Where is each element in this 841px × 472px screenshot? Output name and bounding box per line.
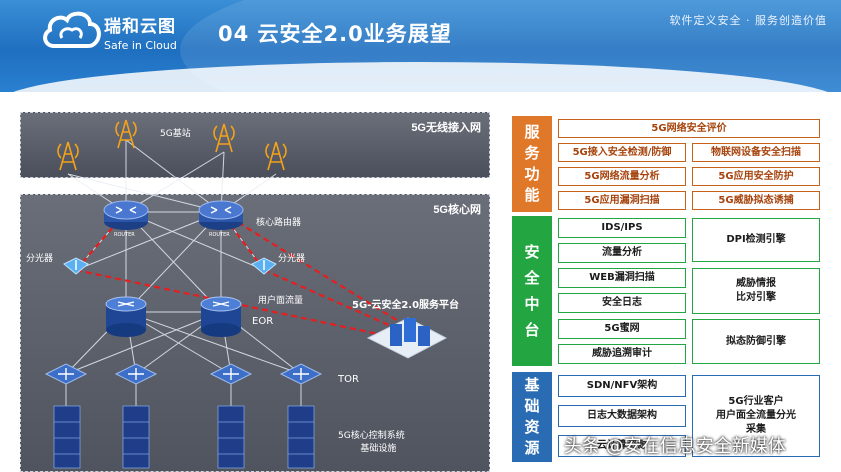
service-item: 5G威胁拟态诱捕	[692, 191, 820, 210]
router-icon	[103, 200, 149, 230]
service-item: 5G应用安全防护	[692, 167, 820, 186]
control-system-label: 5G核心控制系统 基础设施	[338, 428, 405, 454]
middle-label-char: 全	[524, 269, 540, 287]
eor-label: EOR	[252, 316, 274, 327]
middle-item: IDS/IPS	[558, 218, 686, 238]
service-label-char: 功	[524, 165, 540, 183]
middle-label-char: 中	[524, 295, 540, 313]
eor-switch-icon	[200, 296, 242, 337]
cloud-logo-icon	[43, 11, 101, 48]
watermark: 头条 @安在信息安全新媒体	[564, 436, 786, 457]
middle-engine: 拟态防御引擎	[692, 319, 820, 364]
tor-switch-icon	[44, 363, 88, 385]
diagram-graphics	[44, 119, 448, 469]
antenna-icon	[115, 119, 137, 149]
antenna-icon	[265, 141, 287, 171]
service-label-char: 务	[524, 144, 540, 162]
server-rack-icon	[122, 405, 150, 469]
control-label-line1: 5G核心控制系统	[338, 431, 405, 441]
service-item: 5G接入安全检测/防御	[558, 143, 686, 162]
control-label-line2: 基础设施	[360, 444, 397, 454]
splitter-left-label: 分光器	[26, 254, 54, 264]
middle-item: 5G蜜网	[558, 319, 686, 339]
base-item: SDN/NFV架构	[558, 375, 686, 397]
logo-text: 瑞和云图 Safe in Cloud	[104, 12, 177, 52]
base-label-char: 础	[524, 397, 540, 415]
core-router-label: 核心路由器	[256, 218, 302, 228]
splitter-right-label: 分光器	[278, 254, 306, 264]
server-rack-icon	[287, 405, 315, 469]
service-item: 物联网设备安全扫描	[692, 143, 820, 162]
middle-item: WEB漏洞扫描	[558, 268, 686, 288]
platform-server-icon	[366, 317, 448, 359]
base-item: 云计算资源	[558, 435, 686, 457]
middle-item: 威胁追溯审计	[558, 344, 686, 364]
base-resource-section: 基 础 资 源 SDN/NFV架构 日志大数据架构 云计算资源 5G行业客户 用…	[512, 372, 830, 462]
router-icon	[198, 200, 244, 230]
zone-5g-core-title: 5G核心网	[433, 204, 481, 216]
service-item: 5G应用漏洞扫描	[558, 191, 686, 210]
middle-label-char: 安	[524, 243, 540, 261]
security-middle-section: 安 全 中 台 IDS/IPS 流量分析 WEB漏洞扫描 安全日志 5G蜜网 威…	[512, 216, 830, 366]
middle-item: 流量分析	[558, 243, 686, 263]
eor-switch-icon	[105, 296, 147, 337]
service-item: 5G网络流量分析	[558, 167, 686, 186]
base-label-char: 资	[524, 418, 540, 436]
tor-switch-icon	[279, 363, 323, 385]
base-item: 日志大数据架构	[558, 405, 686, 427]
tor-switch-icon	[114, 363, 158, 385]
service-item: 5G网络安全评价	[558, 119, 820, 138]
server-rack-icon	[217, 405, 245, 469]
page-title: 04 云安全2.0业务展望	[218, 22, 452, 46]
logo-name-cn: 瑞和云图	[104, 17, 176, 37]
tor-label: TOR	[338, 374, 359, 385]
splitter-icon	[251, 257, 277, 275]
zone-5g-ran: 5G无线接入网	[20, 112, 490, 178]
service-label-char: 能	[524, 186, 540, 204]
security-middle-section-label: 安 全 中 台	[512, 216, 552, 366]
service-section: 服 务 功 能 5G网络安全评价 5G接入安全检测/防御 物联网设备安全扫描 5…	[512, 116, 830, 212]
service-label-char: 服	[524, 123, 540, 141]
antenna-icon	[57, 141, 79, 171]
base-station-label: 5G基站	[160, 129, 191, 139]
zone-5g-ran-title: 5G无线接入网	[411, 122, 481, 134]
tor-switch-icon	[209, 363, 253, 385]
user-traffic-label: 用户面流量	[258, 296, 304, 306]
service-section-label: 服 务 功 能	[512, 116, 552, 212]
middle-label-char: 台	[524, 321, 540, 339]
base-item-customer: 5G行业客户 用户面全流量分光 采集	[692, 375, 820, 457]
header-banner: 瑞和云图 Safe in Cloud 04 云安全2.0业务展望 软件定义安全 …	[0, 0, 841, 92]
base-resource-section-label: 基 础 资 源	[512, 372, 552, 462]
antenna-icon	[213, 123, 235, 153]
base-label-char: 基	[524, 376, 540, 394]
network-diagram: 5G无线接入网 5G核心网	[16, 112, 494, 472]
server-rack-icon	[53, 405, 81, 469]
base-label-char: 源	[524, 439, 540, 457]
platform-label: 5G-云安全2.0服务平台	[352, 300, 460, 311]
logo-name-en: Safe in Cloud	[104, 39, 177, 52]
router-tag-1: ROUTER	[114, 232, 135, 238]
slogan: 软件定义安全 · 服务创造价值	[669, 14, 827, 27]
splitter-icon	[63, 257, 89, 275]
router-tag-2: ROUTER	[209, 232, 230, 238]
middle-item: 安全日志	[558, 293, 686, 313]
middle-engine: DPI检测引擎	[692, 218, 820, 262]
middle-engine: 威胁情报 比对引擎	[692, 268, 820, 314]
